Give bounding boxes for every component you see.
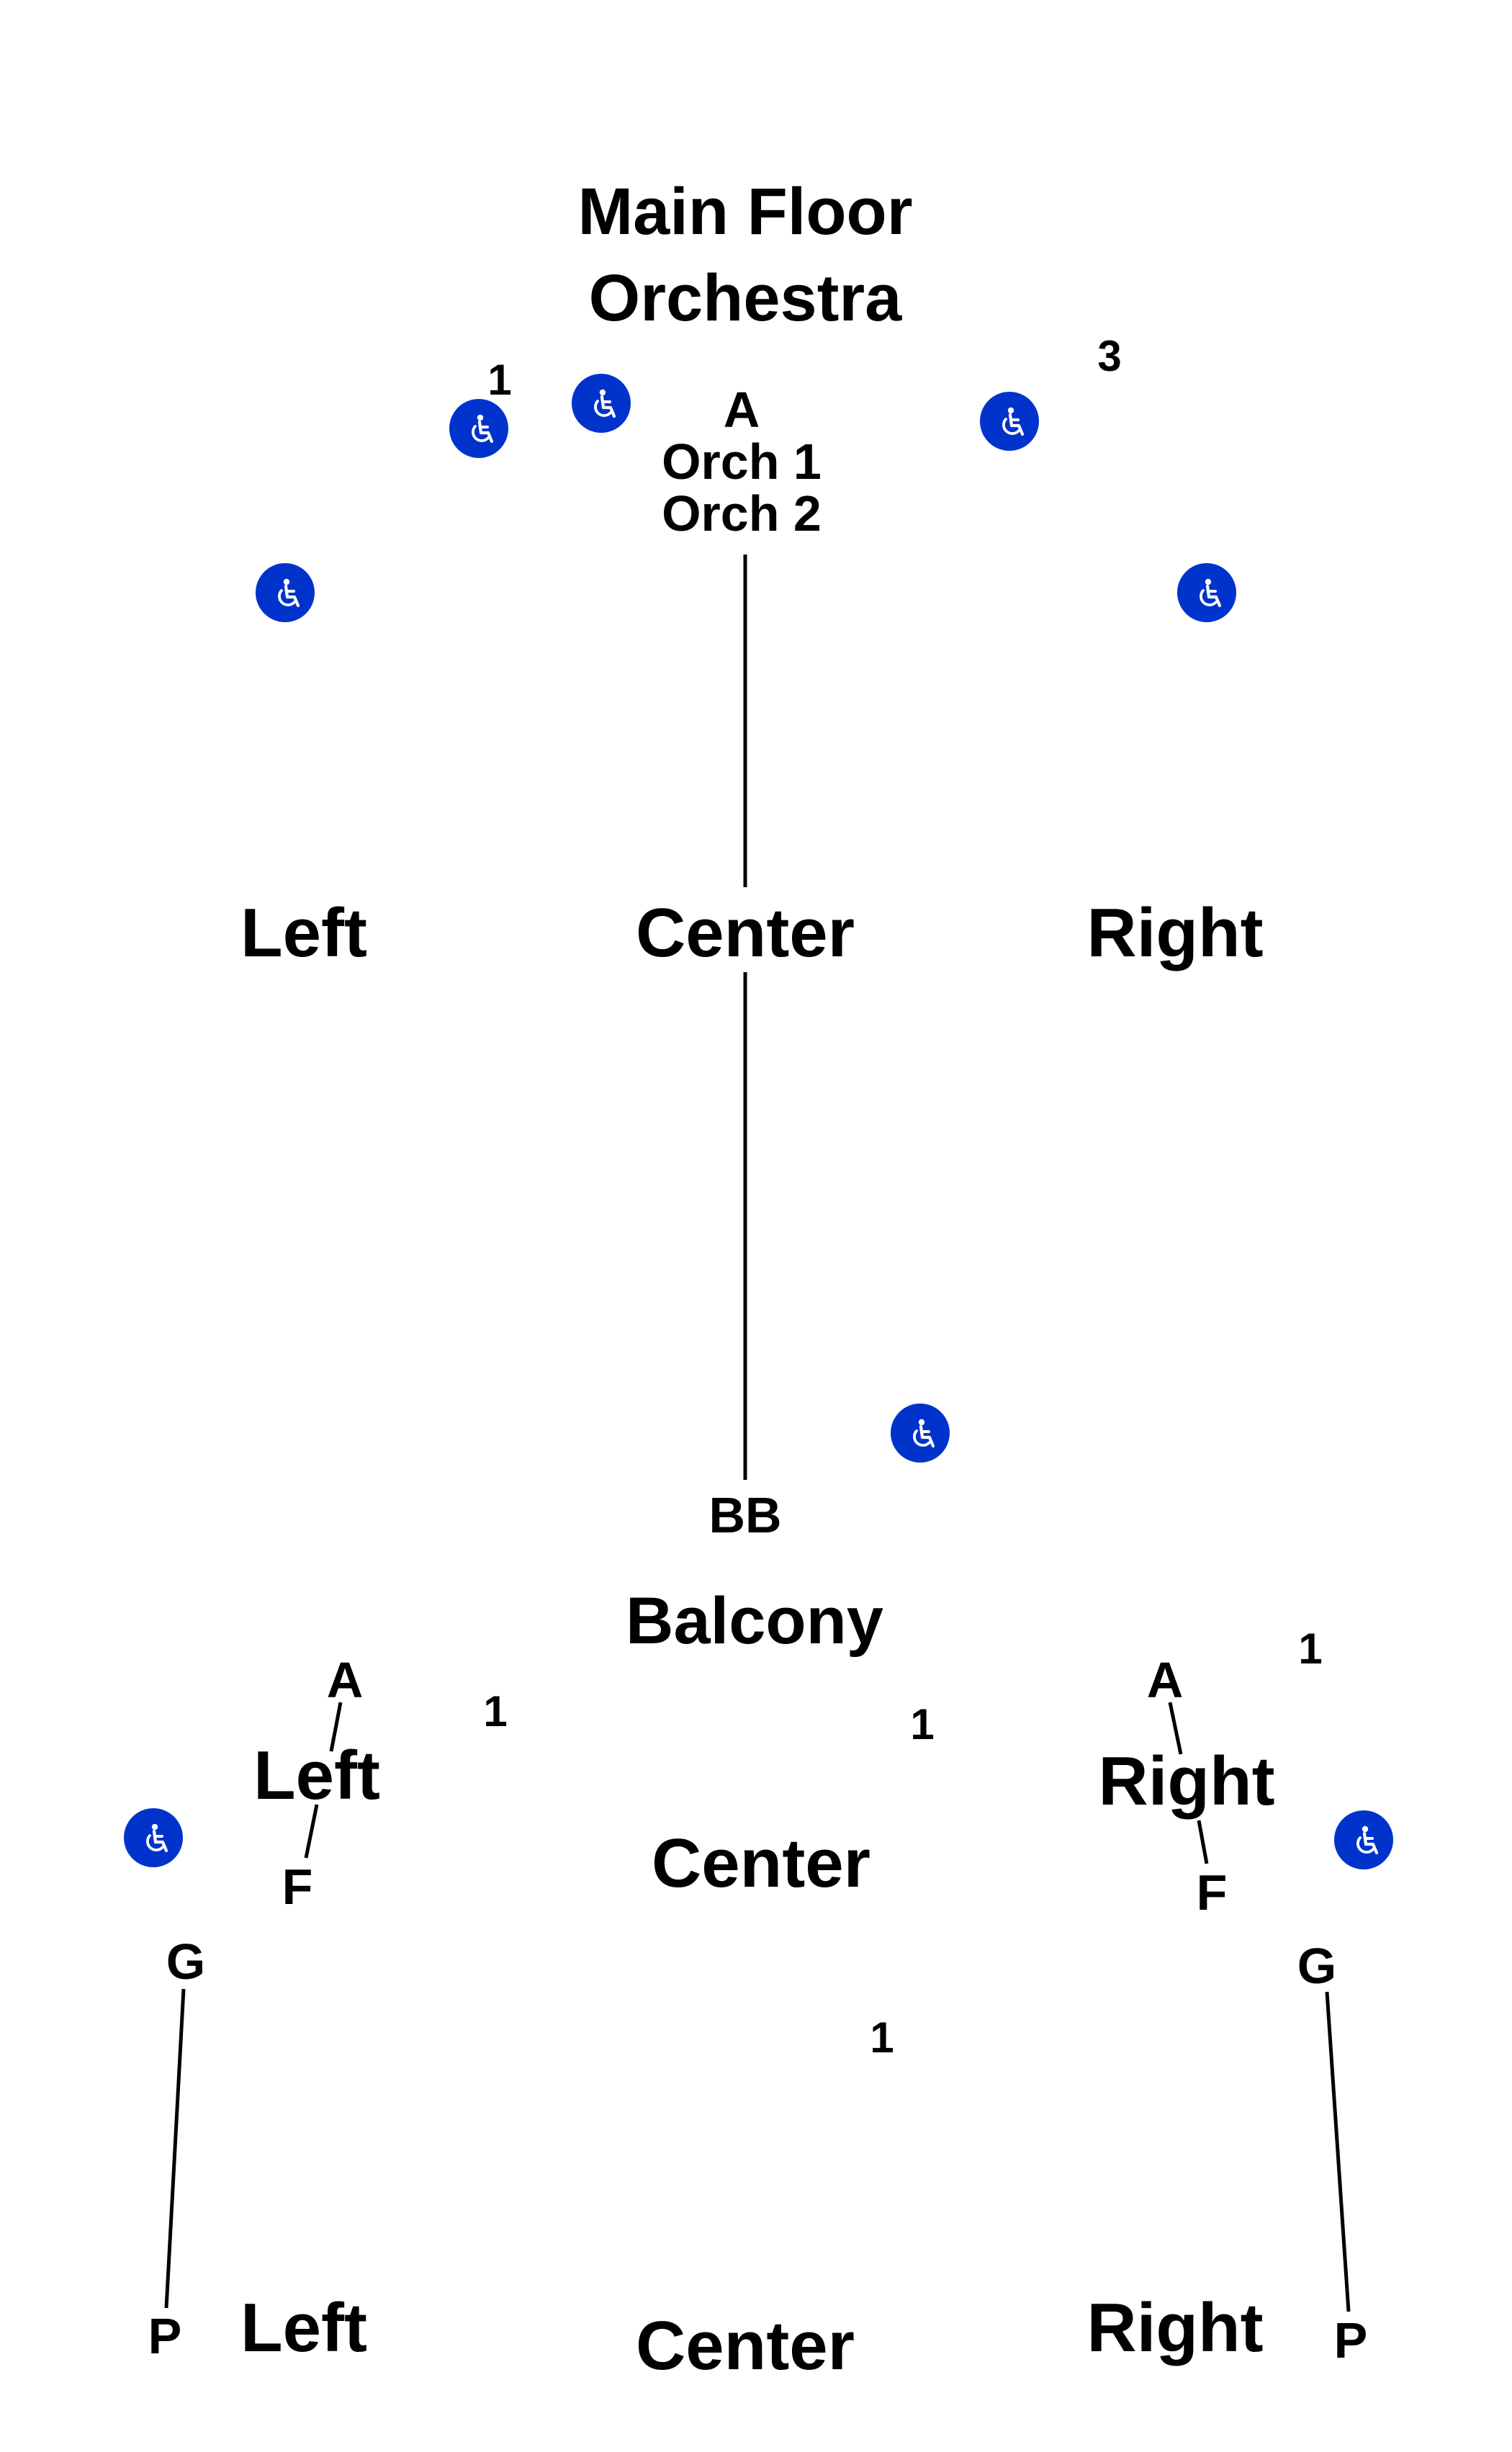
balcony-front-center-seat-1-label: 1 (910, 1700, 934, 1748)
balcony-right-row-line-top (1168, 1702, 1183, 1755)
orch2-row-label: Orch 2 (662, 485, 822, 542)
main-floor-section-right: Right (1086, 894, 1263, 971)
main-floor-seat-1-label: 1 (487, 356, 511, 404)
wheelchair-icon (256, 563, 315, 622)
main-floor-row-bb-label: BB (708, 1487, 781, 1543)
main-floor-section-center: Center (636, 894, 855, 971)
balcony-right-row-a-label: A (1147, 1652, 1184, 1708)
balcony-title: Balcony (626, 1584, 883, 1658)
balcony-left-row-a-label: A (327, 1652, 364, 1708)
balcony-left-row-f-label: F (282, 1859, 313, 1915)
wheelchair-icon (449, 399, 508, 458)
wheelchair-icon (1334, 1810, 1393, 1869)
balcony-front-right-seat-1-label: 1 (1298, 1625, 1322, 1673)
balcony-front-left-seat-1-label: 1 (483, 1687, 507, 1735)
balcony-section-center: Center (652, 1825, 870, 1902)
balcony-rear-section-right: Right (1086, 2289, 1263, 2366)
balcony-right-row-f-label: F (1197, 1864, 1228, 1921)
balcony-rear-section-center: Center (636, 2307, 855, 2384)
main-floor-subtitle: Orchestra (589, 261, 902, 335)
wheelchair-icon (1177, 563, 1236, 622)
balcony-left-section: Left (253, 1737, 380, 1814)
balcony-rear-right-row-p-label: P (1334, 2312, 1368, 2368)
balcony-right-row-line-bottom (1197, 1820, 1209, 1864)
balcony-right-section: Right (1098, 1743, 1274, 1820)
balcony-rear-left-row-line (164, 1988, 186, 2309)
main-floor-section-left: Left (240, 894, 367, 971)
balcony-rear-center-seat-1-label: 1 (870, 2013, 894, 2062)
wheelchair-icon (572, 374, 631, 433)
balcony-left-row-line-top (329, 1702, 343, 1752)
balcony-rear-left-row-p-label: P (148, 2308, 182, 2364)
balcony-rear-right-row-line (1325, 1991, 1351, 2312)
main-floor-row-a-label: A (724, 382, 760, 438)
main-floor-title: Main Floor (577, 175, 912, 248)
balcony-rear-left-row-g-label: G (166, 1934, 205, 1990)
wheelchair-icon (891, 1404, 950, 1463)
wheelchair-icon (124, 1808, 183, 1867)
balcony-rear-section-left: Left (240, 2289, 367, 2366)
orch1-row-label: Orch 1 (662, 434, 822, 490)
balcony-rear-right-row-g-label: G (1297, 1938, 1336, 1994)
main-floor-seat-3-label: 3 (1097, 332, 1121, 380)
balcony-left-row-line-bottom (304, 1804, 319, 1859)
wheelchair-icon (980, 392, 1039, 451)
